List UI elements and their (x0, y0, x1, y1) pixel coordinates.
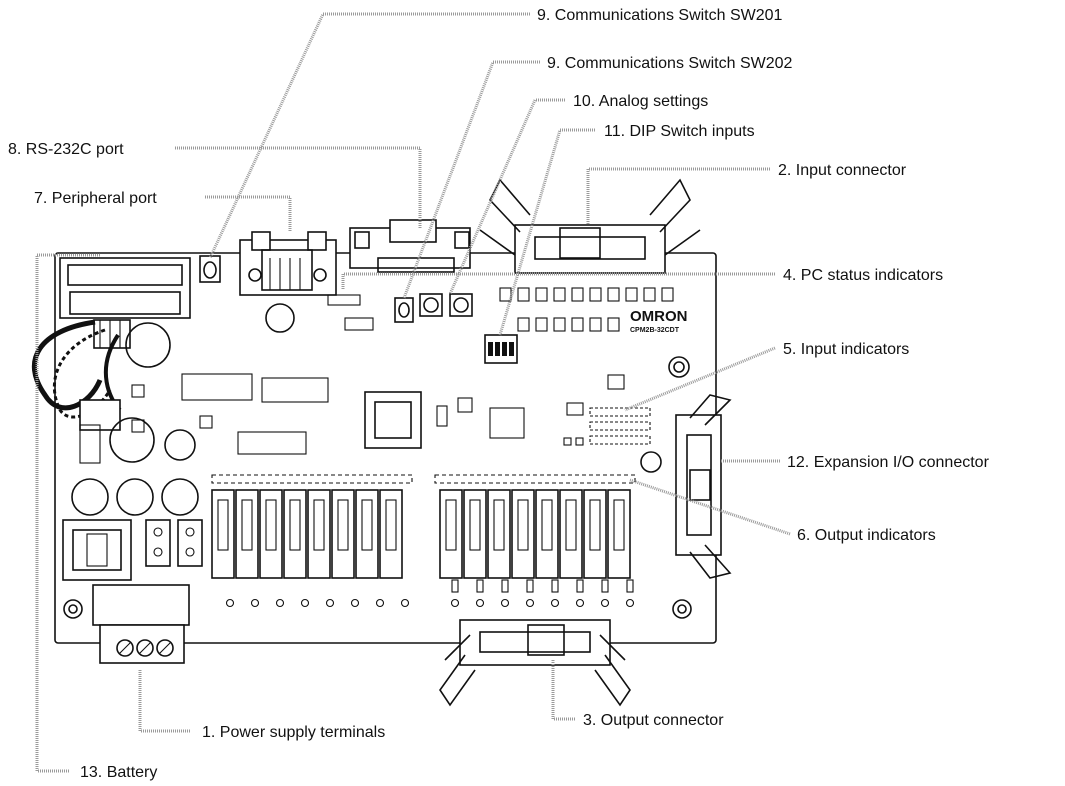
label-expansion-connector: 12. Expansion I/O connector (787, 454, 990, 471)
label-analog-settings: 10. Analog settings (573, 93, 708, 110)
label-input-connector: 2. Input connector (778, 162, 907, 179)
circuit-board: OMRON CPM2B-32CDT (34, 220, 716, 663)
model-label: CPM2B-32CDT (630, 327, 680, 334)
sw202-switch (395, 298, 413, 322)
sw201-switch (200, 256, 220, 282)
label-rs232c-port: 8. RS-232C port (8, 141, 124, 158)
label-output-indicators: 6. Output indicators (797, 527, 936, 544)
label-input-indicators: 5. Input indicators (783, 341, 909, 358)
peripheral-port (240, 232, 336, 295)
label-sw201: 9. Communications Switch SW201 (537, 7, 783, 24)
label-peripheral-port: 7. Peripheral port (34, 190, 157, 207)
brand-logo: OMRON (630, 308, 688, 325)
expansion-connector-body (676, 395, 730, 578)
label-pc-status-indicators: 4. PC status indicators (783, 267, 943, 284)
label-battery: 13. Battery (80, 764, 157, 781)
label-power-terminals: 1. Power supply terminals (202, 724, 385, 741)
rs232c-port (350, 220, 470, 272)
power-terminal-block (93, 585, 189, 663)
dip-switch (485, 335, 517, 363)
label-sw202: 9. Communications Switch SW202 (547, 55, 793, 72)
label-output-connector: 3. Output connector (583, 712, 724, 729)
transformer (63, 520, 131, 580)
label-dip-switch: 11. DIP Switch inputs (604, 123, 755, 140)
output-connector-body (440, 620, 630, 705)
